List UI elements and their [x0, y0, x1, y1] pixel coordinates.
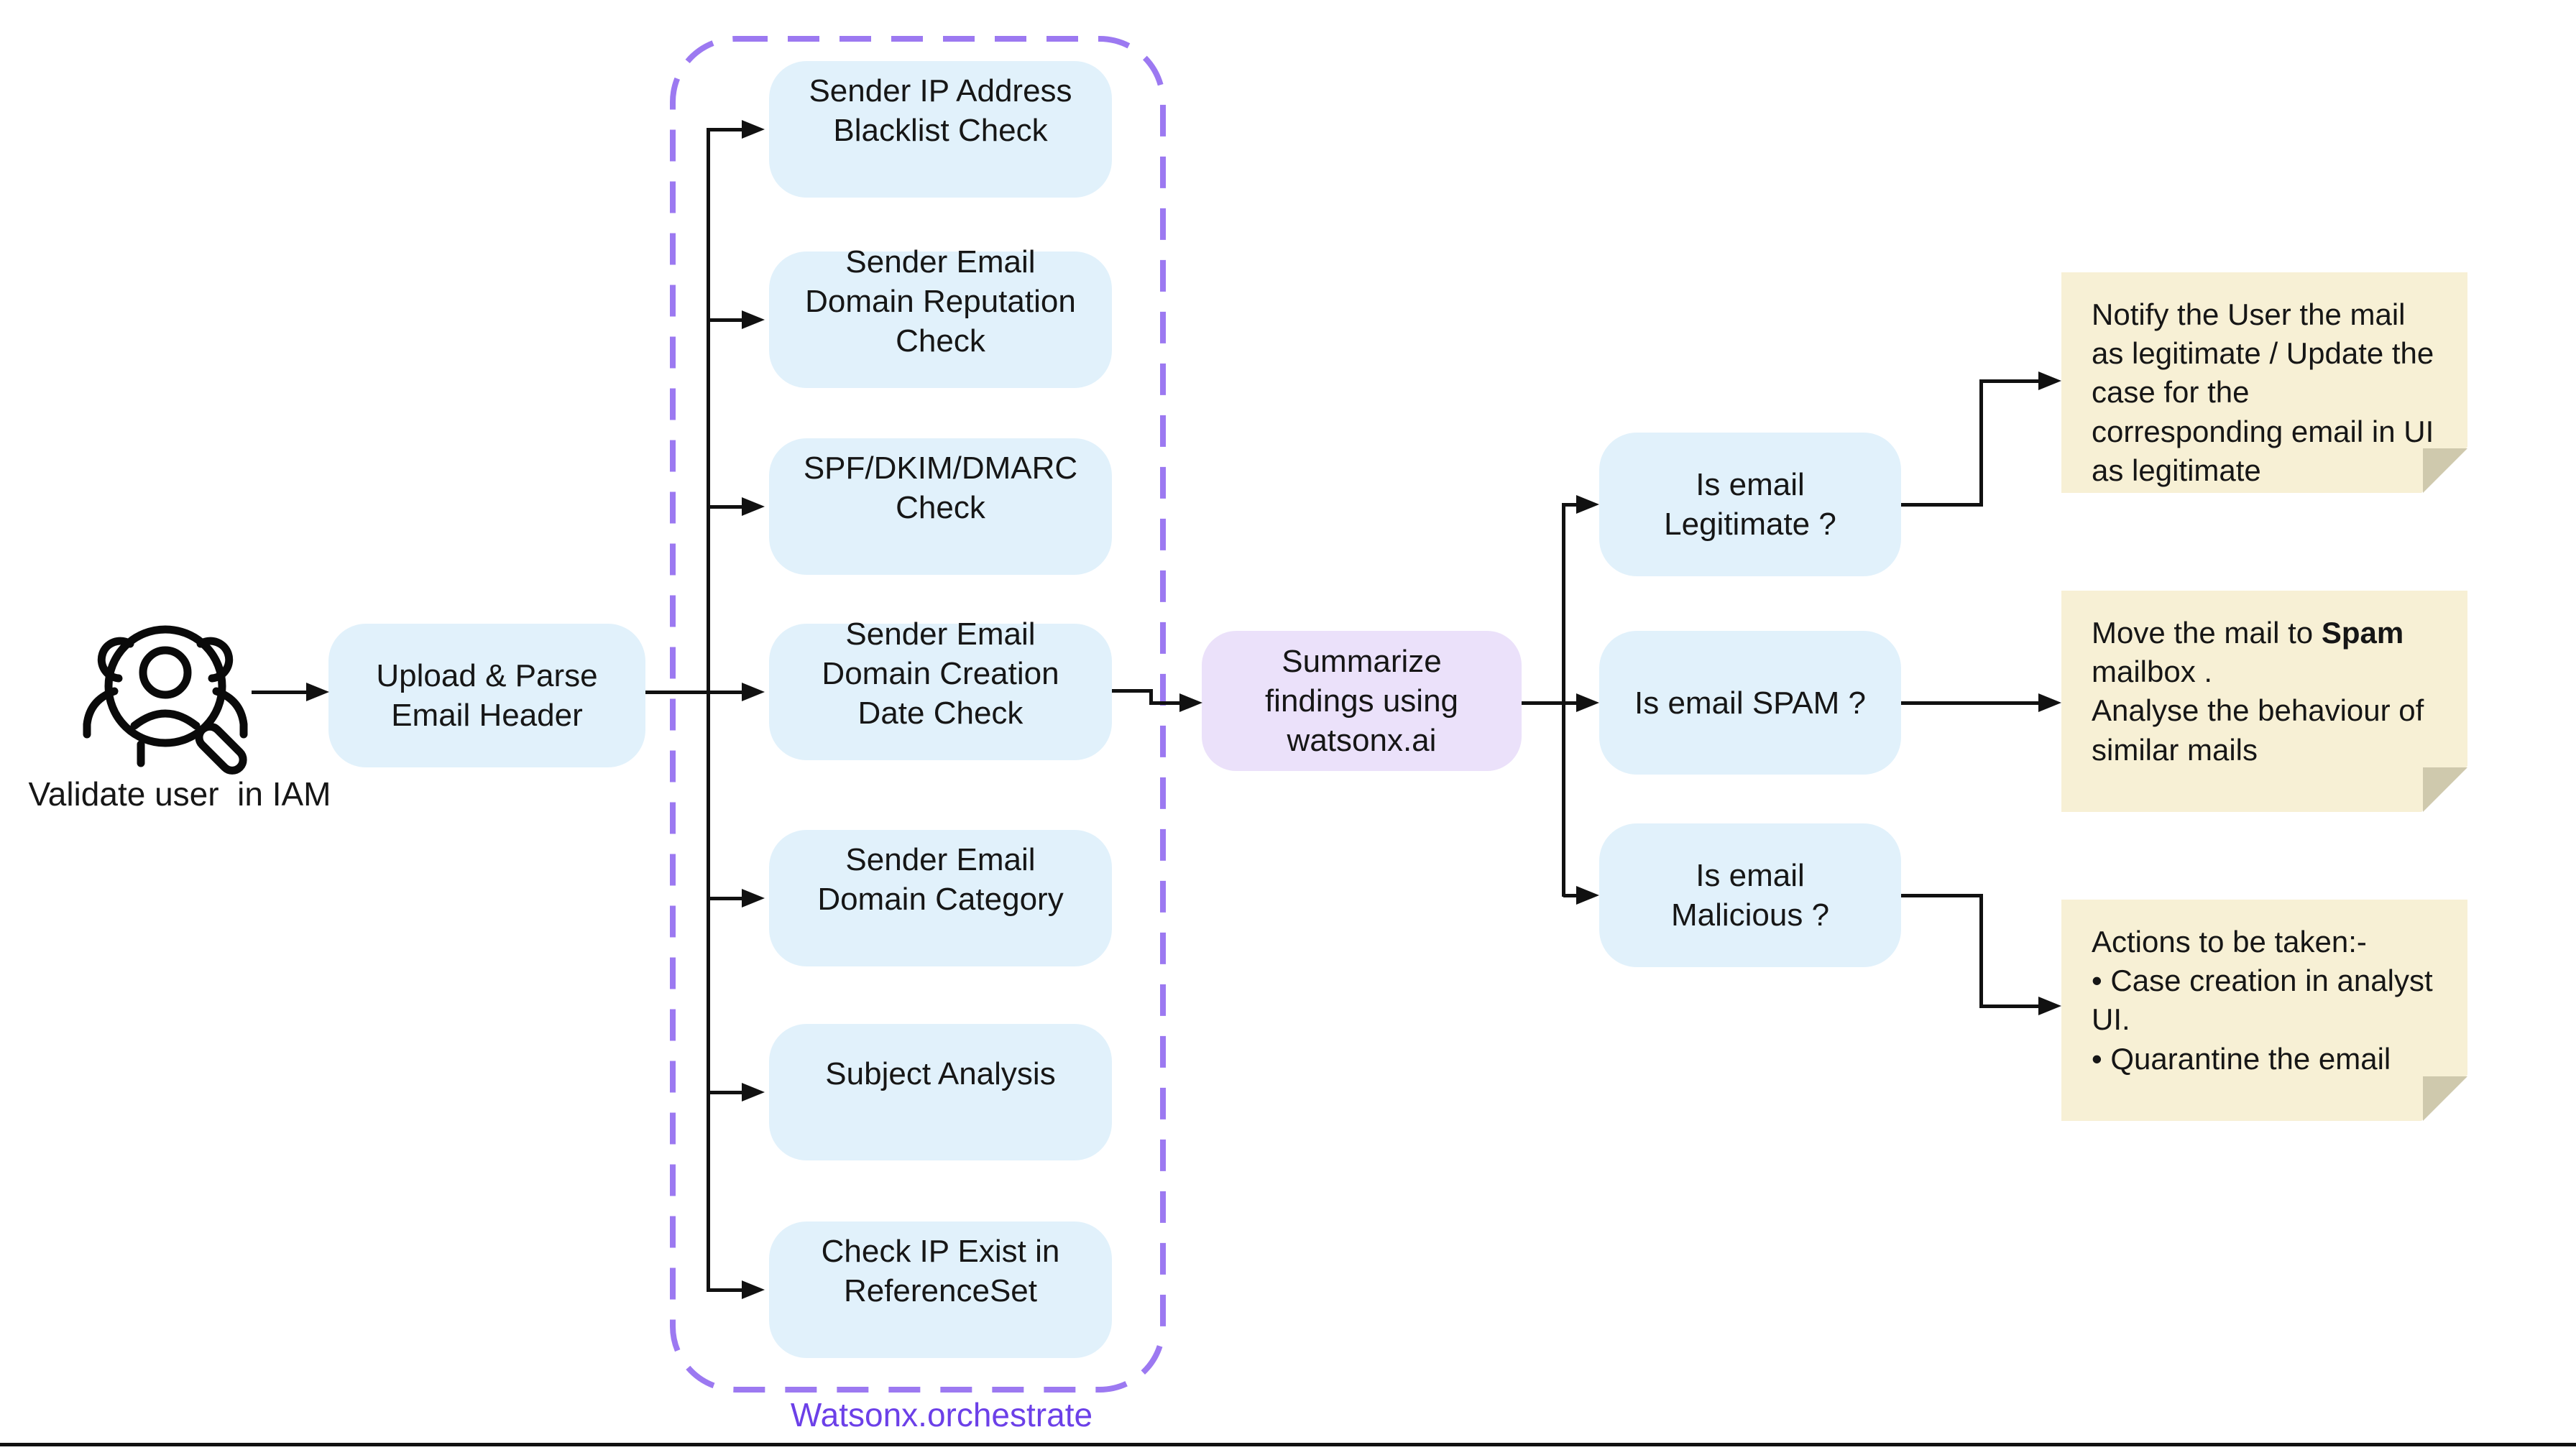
- arrowhead: [742, 683, 765, 701]
- connector-malicious-note: [1979, 894, 1983, 1008]
- connector-branch-7: [708, 1288, 742, 1292]
- connector-decisions-trunk: [1562, 503, 1565, 897]
- connector-branch-2: [708, 318, 742, 322]
- node-summarize-watsonx-ai: Summarize findings using watsonx.ai: [1202, 631, 1522, 771]
- orchestrate-label: Watsonx.orchestrate: [790, 1396, 1093, 1433]
- arrowhead: [1576, 693, 1599, 712]
- connector-checks-trunk: [707, 128, 710, 1292]
- connector-branch-1: [708, 128, 742, 131]
- note-spam-actions: Move the mail to Spam mailbox . Analyse …: [2061, 591, 2467, 812]
- note-fold-corner: [2423, 448, 2467, 493]
- connector-spam-note: [1901, 701, 2038, 705]
- connector-legitimate-note: [1979, 379, 2038, 383]
- node-is-email-legitimate: Is email Legitimate ?: [1599, 433, 1901, 576]
- arrowhead: [742, 889, 765, 908]
- arrowhead: [742, 497, 765, 516]
- arrowhead: [2038, 997, 2061, 1015]
- arrowhead: [742, 120, 765, 139]
- note-legitimate-actions: Notify the User the mail as legitimate /…: [2061, 272, 2467, 493]
- node-check-domain-category: Sender Email Domain Category: [769, 830, 1112, 966]
- connector-check4-summarize: [1149, 701, 1179, 705]
- connector-summarize-decisions: [1522, 701, 1576, 705]
- connector-upload-checks: [645, 691, 742, 694]
- connector-branch-6: [708, 1091, 742, 1094]
- connector-branch-3: [708, 505, 742, 509]
- note-spam-text-bold: Spam: [2321, 616, 2404, 650]
- arrowhead: [2038, 693, 2061, 712]
- node-check-spf-dkim-dmarc: SPF/DKIM/DMARC Check: [769, 438, 1112, 575]
- connector-check4-summarize: [1112, 689, 1153, 693]
- note-fold-corner: [2423, 767, 2467, 812]
- arrowhead: [2038, 371, 2061, 390]
- orchestrate-container-border: [668, 34, 1172, 1402]
- connector-branch-malicious: [1563, 894, 1576, 897]
- connector-malicious-note: [1979, 1005, 2038, 1008]
- node-check-ip-blacklist: Sender IP Address Blacklist Check: [769, 61, 1112, 198]
- note-malicious-actions: Actions to be taken:- • Case creation in…: [2061, 900, 2467, 1121]
- node-is-email-malicious: Is email Malicious ?: [1599, 823, 1901, 967]
- arrowhead: [306, 683, 329, 701]
- connector-malicious-note: [1901, 894, 1983, 897]
- connector-branch-5: [708, 897, 742, 900]
- connector-legitimate-note: [1901, 503, 1983, 507]
- node-check-domain-creation-date: Sender Email Domain Creation Date Check: [769, 617, 1112, 760]
- node-check-subject-analysis: Subject Analysis: [769, 1024, 1112, 1160]
- arrowhead: [742, 310, 765, 329]
- arrowhead: [1179, 693, 1202, 712]
- arrowhead: [1576, 495, 1599, 514]
- note-spam-text-pre: Move the mail to: [2092, 616, 2322, 650]
- arrowhead: [1576, 886, 1599, 905]
- arrowhead: [742, 1280, 765, 1299]
- arrowhead: [742, 1083, 765, 1102]
- user-search-icon: [68, 611, 262, 794]
- connector-branch-legitimate: [1563, 503, 1576, 507]
- note-fold-corner: [2423, 1076, 2467, 1121]
- note-spam-text-post: mailbox . Analyse the behaviour of simil…: [2092, 655, 2424, 767]
- node-upload-parse: Upload & Parse Email Header: [328, 624, 645, 767]
- bottom-divider: [0, 1443, 2576, 1446]
- connector-start-upload: [252, 691, 308, 694]
- node-check-ip-referenceset: Check IP Exist in ReferenceSet: [769, 1222, 1112, 1358]
- start-label: Validate user in IAM: [28, 775, 331, 813]
- connector-legitimate-note: [1979, 379, 1983, 507]
- node-is-email-spam: Is email SPAM ?: [1599, 631, 1901, 775]
- node-check-domain-reputation: Sender Email Domain Reputation Check: [769, 244, 1112, 388]
- connector-check4-summarize: [1149, 689, 1153, 705]
